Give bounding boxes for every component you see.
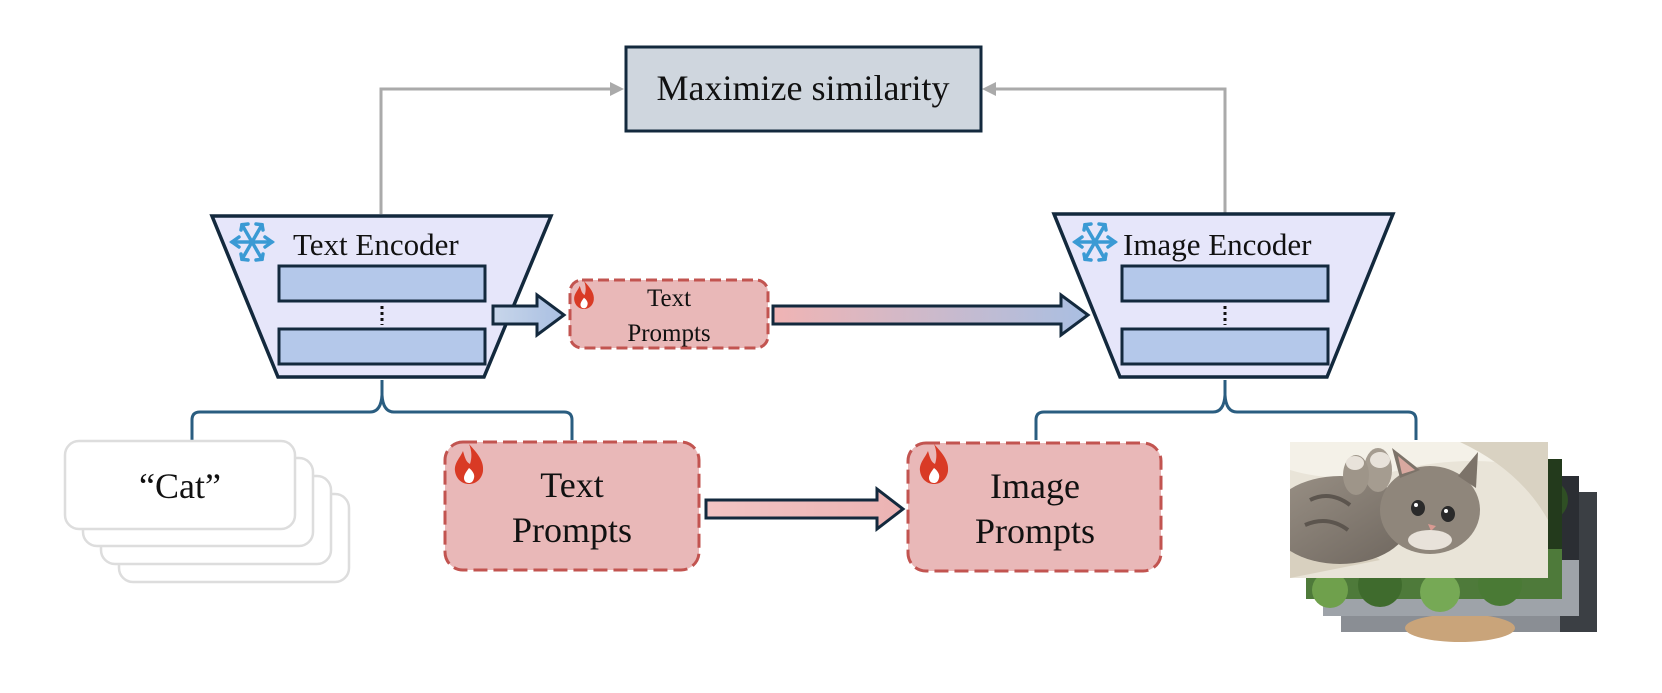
objective-box: Maximize similarity <box>624 45 983 133</box>
arrow-encoder-to-prompts <box>491 292 567 338</box>
snowflake-icon <box>1071 222 1119 262</box>
flame-icon <box>574 281 594 309</box>
small-text-prompts-box: Text Prompts <box>568 278 770 350</box>
image-prompts-line2: Prompts <box>975 511 1095 551</box>
flame-icon <box>454 444 484 484</box>
image-encoder-bracket <box>1034 380 1418 440</box>
image-encoder-layer-top <box>1120 264 1330 303</box>
image-encoder-layer-bottom <box>1120 327 1330 366</box>
image-prompts-box: Image Prompts <box>906 441 1163 573</box>
text-input-label: “Cat” <box>139 466 221 506</box>
image-encoder: Image Encoder <box>1051 212 1396 379</box>
text-prompts-box: Text Prompts <box>443 440 701 572</box>
objective-label: Maximize similarity <box>657 68 950 108</box>
text-prompts-line1: Text <box>540 465 603 505</box>
small-text-prompts-line2: Prompts <box>627 320 710 347</box>
arrow-text-prompts-to-image-prompts <box>704 485 906 533</box>
text-encoder-layer-top <box>277 264 487 303</box>
text-prompts-line2: Prompts <box>512 510 632 550</box>
flame-icon <box>919 444 949 484</box>
text-encoder-layer-bottom <box>277 327 487 366</box>
image-encoder-label: Image Encoder <box>1123 227 1312 262</box>
photo-front-kitten <box>1290 442 1548 578</box>
text-encoder-label: Text Encoder <box>293 227 459 262</box>
connector-text-to-objective <box>379 82 624 214</box>
image-input-stack <box>1290 442 1597 642</box>
snowflake-icon <box>228 222 276 262</box>
connector-image-to-objective <box>982 82 1227 214</box>
image-prompts-line1: Image <box>990 466 1080 506</box>
text-input-stack: “Cat” <box>63 439 351 584</box>
text-encoder: Text Encoder <box>209 214 554 379</box>
arrow-prompts-to-image-encoder <box>771 292 1091 338</box>
text-encoder-bracket <box>190 380 574 440</box>
small-text-prompts-line1: Text <box>647 285 691 312</box>
kitten-head <box>1380 466 1480 554</box>
